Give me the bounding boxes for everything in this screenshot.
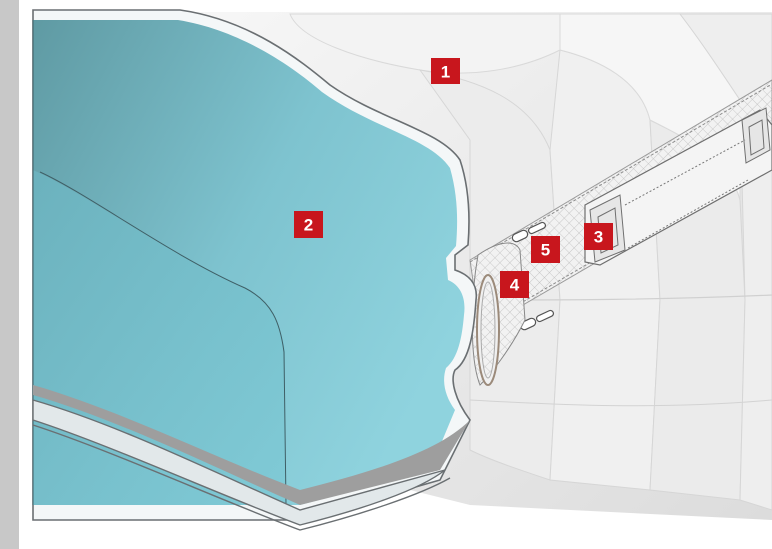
marker-4-label: 4 xyxy=(510,276,520,295)
marker-1: 1 xyxy=(431,58,460,84)
marker-2: 2 xyxy=(294,211,323,238)
marker-1-label: 1 xyxy=(441,63,450,82)
marker-3: 3 xyxy=(584,223,613,250)
marker-3-label: 3 xyxy=(594,228,603,247)
marker-4: 4 xyxy=(500,271,529,298)
marker-5: 5 xyxy=(531,236,560,263)
marker-2-label: 2 xyxy=(304,216,313,235)
marker-5-label: 5 xyxy=(541,241,550,260)
